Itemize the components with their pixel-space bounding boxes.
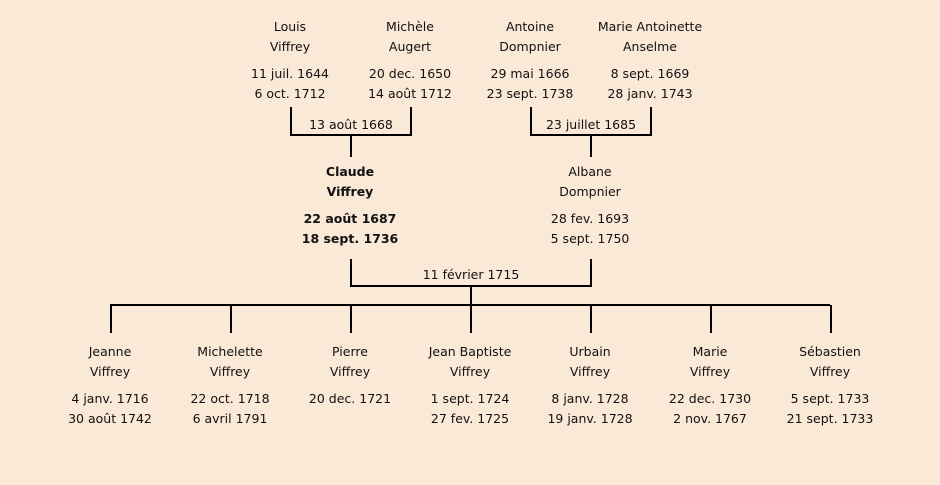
spacer	[345, 57, 475, 64]
person-death-date: 18 sept. 1736	[301, 231, 399, 246]
person-last-name: Dompnier	[559, 184, 621, 199]
spacer	[465, 57, 595, 64]
person-last-name: Dompnier	[499, 39, 561, 54]
person-last-name: Viffrey	[269, 39, 311, 54]
person-first-name: Jean Baptiste	[428, 344, 512, 359]
marriage-bracket-paternal	[290, 107, 412, 157]
spacer	[285, 382, 415, 389]
person-birth-date: 8 sept. 1669	[610, 66, 690, 81]
person-first-name: Albane	[568, 164, 612, 179]
spacer	[765, 382, 895, 389]
person-first-name: Claude	[325, 164, 375, 179]
marriage-date-parents: 11 février 1715	[422, 267, 520, 282]
person-last-name: Anselme	[622, 39, 678, 54]
person-first-name: Jeanne	[88, 344, 132, 359]
person-death-date: 14 août 1712	[368, 86, 452, 101]
spacer	[525, 382, 655, 389]
person-death-date: 6 avril 1791	[192, 411, 268, 426]
person-first-name: Marie Antoinette	[597, 19, 703, 34]
person-birth-date: 22 oct. 1718	[190, 391, 270, 406]
person-first-name: Sébastien	[799, 344, 861, 359]
person-last-name: Viffrey	[326, 184, 374, 199]
person-last-name: Augert	[388, 39, 432, 54]
person-first-name: Antoine	[505, 19, 555, 34]
person-birth-date: 29 mai 1666	[490, 66, 570, 81]
person-birth-date: 20 dec. 1721	[308, 391, 392, 406]
spacer	[645, 382, 775, 389]
marriage-bracket-parents	[350, 259, 592, 305]
person-birth-date: 11 juil. 1644	[251, 66, 329, 81]
spacer	[285, 202, 415, 209]
person-first-name: Urbain	[569, 344, 611, 359]
spacer	[585, 57, 715, 64]
person-first-name: Marie	[692, 344, 728, 359]
person-last-name: Viffrey	[449, 364, 491, 379]
person-last-name: Viffrey	[569, 364, 611, 379]
person-death-date	[285, 409, 415, 429]
person-death-date: 5 sept. 1750	[550, 231, 630, 246]
person-birth-date: 5 sept. 1733	[790, 391, 870, 406]
person-last-name: Viffrey	[89, 364, 131, 379]
person-first-name: Michèle	[386, 19, 434, 34]
marriage-bracket-maternal	[530, 107, 652, 157]
person-last-name: Viffrey	[689, 364, 731, 379]
spacer	[525, 202, 655, 209]
person-death-date: 30 août 1742	[68, 411, 152, 426]
person-first-name: Pierre	[332, 344, 368, 359]
person-birth-date: 22 dec. 1730	[668, 391, 752, 406]
person-first-name: Michelette	[197, 344, 263, 359]
person-birth-date: 4 janv. 1716	[71, 391, 149, 406]
spacer	[405, 382, 535, 389]
person-first-name: Louis	[273, 19, 307, 34]
children-connector	[110, 304, 832, 333]
person-death-date: 23 sept. 1738	[486, 86, 574, 101]
person-birth-date: 8 janv. 1728	[551, 391, 629, 406]
person-death-date: 2 nov. 1767	[673, 411, 747, 426]
person-last-name: Viffrey	[329, 364, 371, 379]
person-death-date: 28 janv. 1743	[607, 86, 693, 101]
person-birth-date: 28 fev. 1693	[550, 211, 630, 226]
marriage-date-paternal: 13 août 1668	[309, 117, 393, 132]
person-last-name: Viffrey	[209, 364, 251, 379]
person-birth-date: 1 sept. 1724	[430, 391, 510, 406]
spacer	[165, 382, 295, 389]
person-death-date: 21 sept. 1733	[786, 411, 874, 426]
marriage-date-maternal: 23 juillet 1685	[545, 117, 637, 132]
person-last-name: Viffrey	[809, 364, 851, 379]
person-death-date: 6 oct. 1712	[254, 86, 326, 101]
person-death-date: 19 janv. 1728	[547, 411, 633, 426]
person-birth-date: 20 dec. 1650	[368, 66, 452, 81]
person-death-date: 27 fev. 1725	[430, 411, 510, 426]
person-birth-date: 22 août 1687	[303, 211, 397, 226]
spacer	[225, 57, 355, 64]
spacer	[45, 382, 175, 389]
